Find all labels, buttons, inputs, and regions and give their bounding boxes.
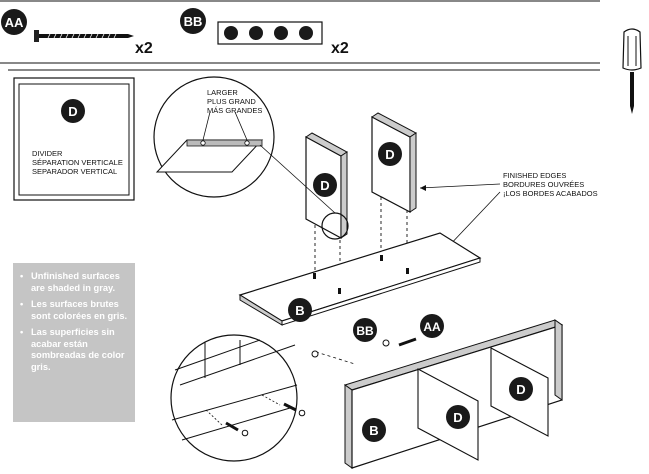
detail-circle-assembly: [170, 334, 306, 462]
assembled-divider-right-label: D: [516, 382, 525, 397]
part-card-badge-text: D: [68, 104, 77, 119]
hardware-dowel-group: BB x2: [180, 8, 349, 57]
assembled-bottom-label: B: [369, 423, 378, 438]
unfinished-surfaces-note: Unfinished surfaces are shaded in gray. …: [13, 263, 135, 422]
callout-larger-line-2: PLUS GRAND: [207, 97, 256, 106]
finished-edges-line-1: FINISHED EDGES: [503, 171, 566, 180]
badge-aa-middle-text: AA: [423, 320, 441, 334]
badge-bb: [180, 8, 206, 34]
assembled-divider-left-label: D: [453, 410, 462, 425]
dowel-icon: [217, 21, 323, 45]
part-card-line-3: SEPARADOR VERTICAL: [32, 167, 117, 176]
note-french: Les surfaces brutes sont colorées en gri…: [20, 299, 129, 322]
upper-right-panel-label: D: [385, 147, 394, 162]
upper-divider-panel-left: D: [305, 132, 348, 240]
dowel-quantity: x2: [331, 40, 349, 57]
badge-aa-text: AA: [5, 15, 24, 30]
finished-edges-line-3: ¡LOS BORDES ACABADOS: [503, 189, 598, 198]
screw-icon: [34, 30, 134, 42]
zoom-line: [259, 144, 336, 214]
part-card-badge: [61, 99, 85, 123]
note-english: Unfinished surfaces are shaded in gray.: [20, 271, 129, 294]
callout-larger-line-3: MÁS GRANDES: [207, 106, 262, 115]
screwdriver-icon: [622, 28, 642, 114]
middle-hardware: [311, 337, 417, 365]
assembled-unit: B D D: [343, 319, 564, 469]
badge-bb-middle-text: BB: [356, 324, 374, 338]
hardware-screw-group: AA x2: [1, 9, 153, 57]
upper-left-panel-label: D: [320, 178, 329, 193]
upper-bottom-board-label: B: [295, 303, 304, 318]
part-card: D DIVIDER SÉPARATION VERTICALE SEPARADOR…: [13, 77, 135, 201]
detail-circle-larger: LARGER PLUS GRAND MÁS GRANDES: [153, 76, 275, 198]
badge-aa-middle: [420, 314, 444, 338]
badge-aa: [1, 9, 27, 35]
screw-quantity: x2: [135, 40, 153, 57]
part-card-line-2: SÉPARATION VERTICALE: [32, 158, 123, 167]
part-card-line-1: DIVIDER: [32, 149, 63, 158]
note-spanish: Las superficies sin acabar están sombrea…: [20, 327, 129, 373]
callout-larger-line-1: LARGER: [207, 88, 238, 97]
upper-divider-panel-right: D: [371, 112, 417, 213]
bottom-board-upper: B: [238, 232, 482, 326]
badge-bb-text: BB: [184, 14, 203, 29]
badge-bb-middle: [353, 318, 377, 342]
finished-edges-line-2: BORDURES OUVRÉES: [503, 180, 584, 189]
